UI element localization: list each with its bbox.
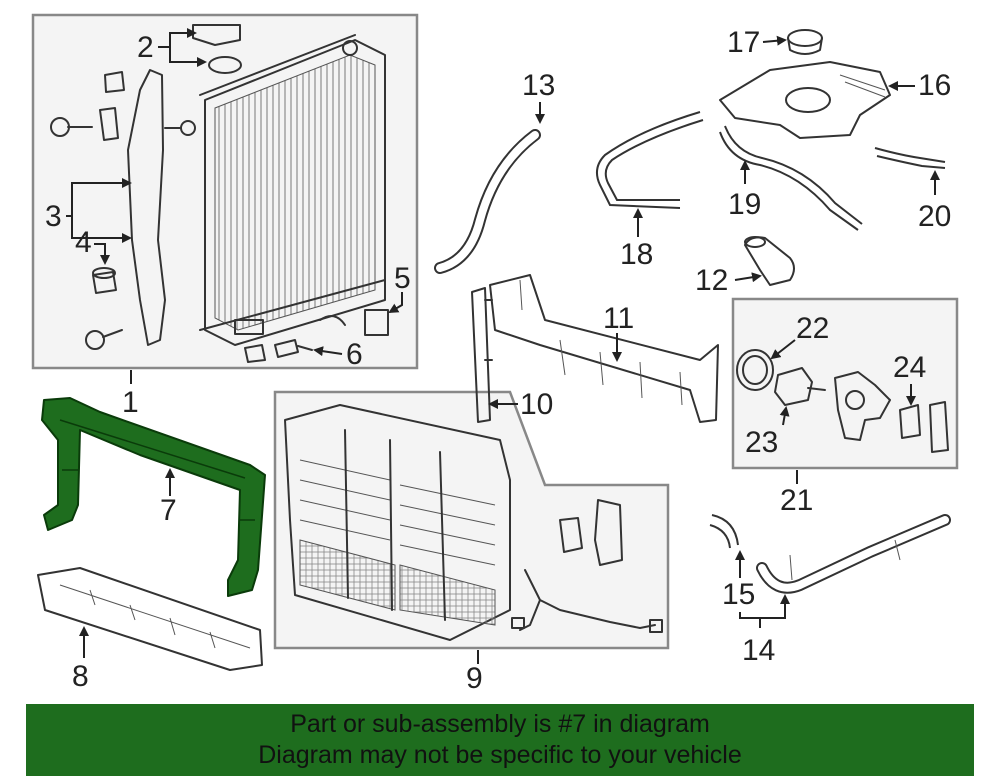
part-22-seal (736, 349, 774, 391)
part-14-pipe (756, 514, 951, 594)
thermostat-assembly-group: 22 23 24 (731, 297, 959, 470)
callout-7: 7 (160, 494, 177, 527)
callout-17: 17 (727, 26, 760, 59)
callout-19: 19 (728, 188, 761, 221)
callout-6: 6 (346, 338, 363, 371)
shutter-assembly-group (273, 390, 670, 650)
bracket-small (244, 344, 266, 363)
callout-13: 13 (522, 69, 555, 102)
callout-12: 12 (695, 264, 728, 297)
drain-plug (274, 339, 313, 358)
callout-10: 10 (520, 388, 553, 421)
callout-20: 20 (918, 200, 951, 233)
callout-15: 15 (722, 578, 755, 611)
bolt-bottom (85, 329, 123, 350)
callout-8: 8 (72, 660, 89, 693)
part-11-air-guide (489, 274, 719, 423)
callout-4: 4 (75, 226, 92, 259)
part-18-hose (595, 111, 704, 209)
radiator (199, 34, 386, 346)
banner-line-2: Diagram may not be specific to your vehi… (258, 741, 742, 769)
part-16-reservoir (719, 61, 891, 139)
callout-11: 11 (603, 302, 634, 335)
callout-14: 14 (742, 634, 775, 667)
callout-3: 3 (45, 200, 62, 233)
callout-24: 24 (893, 351, 926, 384)
air-shutter (284, 404, 511, 641)
part-19-hose (719, 125, 863, 231)
callout-21: 21 (780, 484, 813, 517)
clip-part (99, 71, 125, 141)
part-7-highlight (41, 397, 266, 597)
banner-line-1: Part or sub-assembly is #7 in diagram (290, 710, 710, 738)
callout-9: 9 (466, 662, 483, 695)
part-17-cap (787, 29, 823, 55)
part-24-bracket (899, 401, 949, 453)
info-banner: Part or sub-assembly is #7 in diagram Di… (26, 704, 974, 776)
nut-part (92, 267, 117, 294)
callout-2: 2 (137, 31, 154, 64)
sensor-part (319, 309, 389, 336)
bolt-right (164, 120, 196, 136)
part-13-hose-inner (436, 131, 539, 272)
part-7-radiator-support (41, 397, 266, 597)
callout-1: 1 (122, 386, 139, 419)
part-8-deflector (37, 567, 263, 671)
thermostat-housing (834, 371, 891, 441)
callout-18: 18 (620, 238, 653, 271)
thermostat-box (731, 297, 959, 470)
callout-23: 23 (745, 426, 778, 459)
part-15-hose (709, 514, 739, 549)
radiator-side-bracket (127, 69, 166, 346)
callout-5: 5 (394, 262, 411, 295)
shutter-actuator (559, 499, 623, 566)
part-20-hose (874, 147, 946, 169)
callout-16: 16 (918, 69, 951, 102)
part-23-thermostat (774, 367, 826, 406)
radiator-assembly-group: 2 3 4 5 6 (31, 13, 419, 371)
part-12-elbow (744, 236, 795, 286)
bolt-left (50, 117, 93, 137)
callout-22: 22 (796, 312, 829, 345)
